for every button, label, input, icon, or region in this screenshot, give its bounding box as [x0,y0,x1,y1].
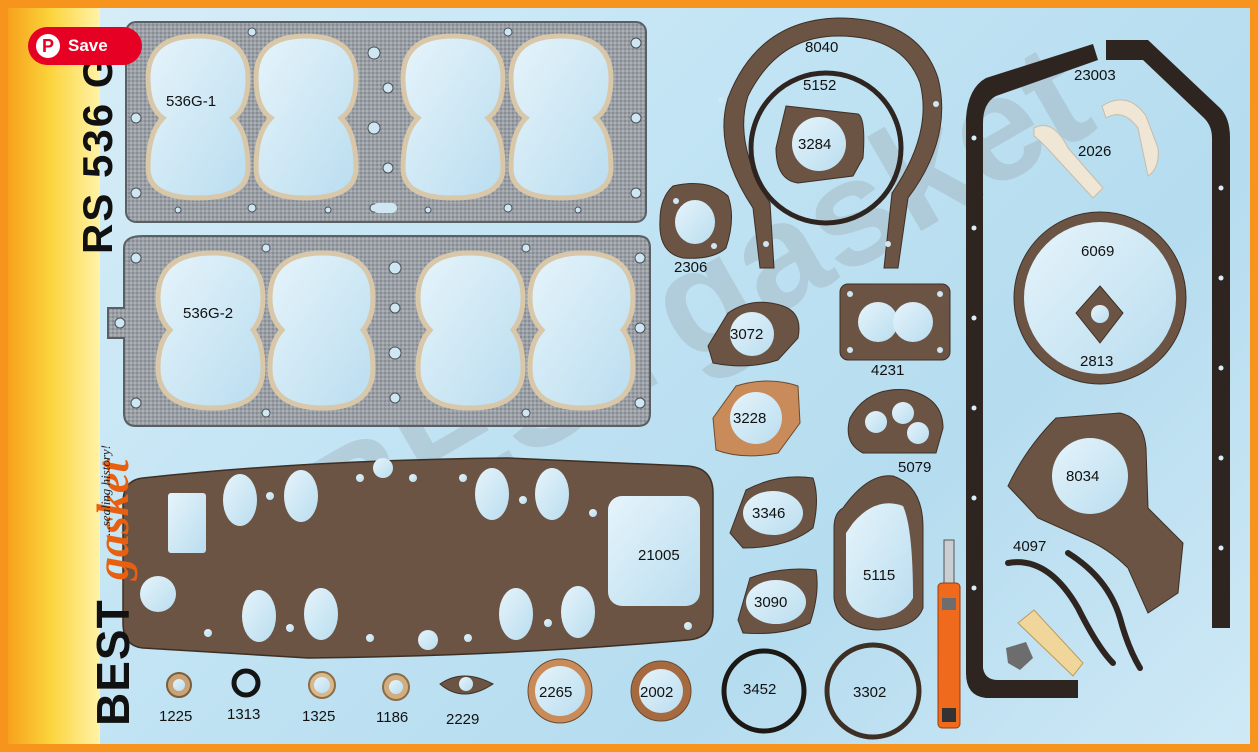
label-4231: 4231 [871,362,904,379]
gasket-5115: 5115 [833,475,924,631]
label-1225: 1225 [159,708,192,725]
label-2229: 2229 [446,711,479,728]
utility-knife [937,539,961,729]
label-3090: 3090 [754,594,787,611]
brand-tagline: ...sealing history! [98,445,113,536]
label-3452: 3452 [743,681,776,698]
gasket-2229: 2229 [439,675,494,728]
brand-logo-best: BEST [87,599,139,726]
label-23003: 23003 [1074,67,1116,84]
label-536g-1: 536G-1 [166,93,216,110]
label-2026: 2026 [1078,143,1111,160]
ring-1225: 1225 [159,672,192,725]
gasket-4231: 4231 [839,283,951,379]
label-1313: 1313 [227,706,260,723]
label-5115: 5115 [863,567,895,584]
label-3302: 3302 [853,684,886,701]
side-pan-gasket-frame: 23003 [966,40,1230,698]
label-5152: 5152 [803,77,836,94]
model-number: RS 536 G [74,53,121,254]
ring-1186: 1186 [376,673,410,726]
gasket-set-photo: BESTgasket 536G-1 [8,8,1250,744]
gasket-3284: 3284 [775,105,865,184]
ring-3302: 3302 [824,642,922,740]
timing-cover-gasket-8040: 8040 [718,17,943,269]
gasket-3072: 3072 [707,301,800,367]
seal-ring-5152: 5152 [748,70,904,226]
label-2002: 2002 [640,684,673,701]
gasket-2813: 2813 [1075,285,1124,370]
label-4097: 4097 [1013,538,1046,555]
gasket-2265: 2265 [527,658,593,724]
label-1186: 1186 [376,709,408,726]
gasket-2002: 2002 [630,660,692,722]
seal-2026: 2026 [1033,99,1159,199]
brand-sidebar: RS 536 G gasket BEST ...sealing history! [8,8,139,744]
save-button-label: Save [68,36,108,55]
label-3284: 3284 [798,136,831,153]
gasket-5079: 5079 [847,389,944,476]
pinterest-icon: P [36,34,60,58]
oring-1313: 1313 [227,668,261,723]
gasket-3228: 3228 [712,380,801,457]
ring-1325: 1325 [302,671,336,725]
ring-3452: 3452 [721,648,807,734]
gasket-3346: 3346 [729,476,817,549]
label-5079: 5079 [898,459,931,476]
head-gasket-2: 536G-2 [107,235,651,427]
gasket-3090: 3090 [737,568,818,635]
cork-seal [1006,609,1084,677]
label-8034: 8034 [1066,468,1099,485]
label-3346: 3346 [752,505,785,522]
head-gasket-1: 536G-1 [125,21,647,223]
label-1325: 1325 [302,708,335,725]
label-21005: 21005 [638,547,680,564]
gasket-2306: 2306 [659,183,732,276]
label-2265: 2265 [539,684,572,701]
label-8040: 8040 [805,39,838,56]
pan-gasket-21005: 21005 [122,457,714,659]
label-6069: 6069 [1081,243,1114,260]
seal-strip-4097: 4097 [1005,538,1143,671]
label-2306: 2306 [674,259,707,276]
gasket-illustration: BESTgasket 536G-1 [107,10,1230,740]
label-3072: 3072 [730,326,763,343]
label-3228: 3228 [733,410,766,427]
label-2813: 2813 [1080,353,1113,370]
label-536g-2: 536G-2 [183,305,233,322]
gasket-8034: 8034 [1007,412,1184,614]
pinterest-save-button[interactable]: P Save [28,27,142,65]
